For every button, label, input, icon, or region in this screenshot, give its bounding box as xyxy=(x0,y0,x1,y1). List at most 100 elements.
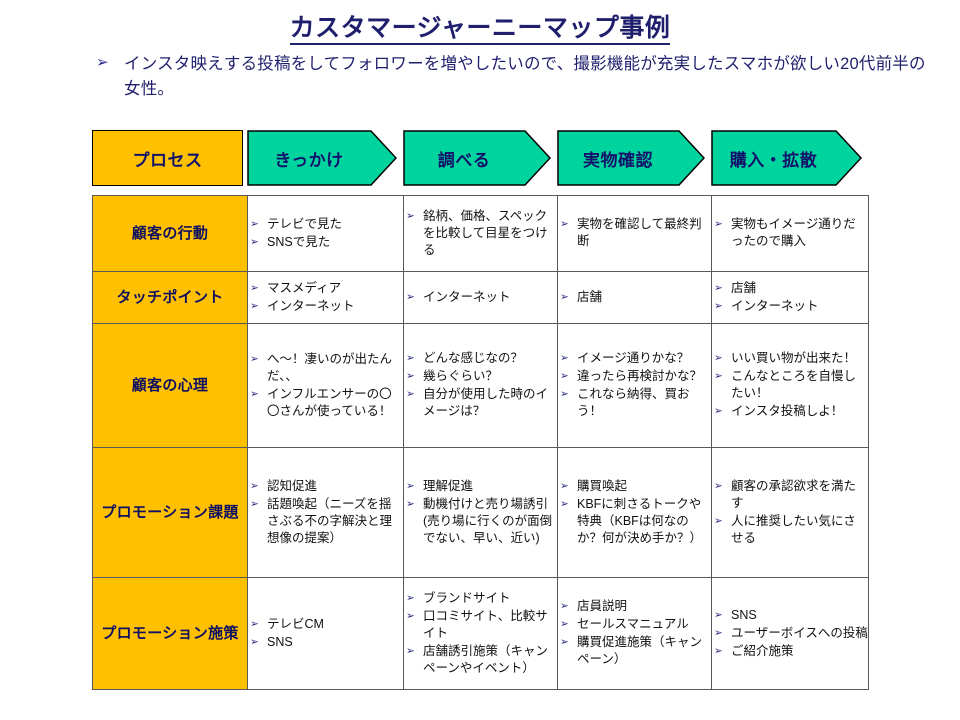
arrow-bullet-icon: ➢ xyxy=(714,370,723,382)
matrix-row-label: 顧客の行動 xyxy=(92,195,248,272)
matrix-cell: ➢インターネット xyxy=(403,271,558,324)
list-item-text: どんな感じなの？ xyxy=(423,351,524,365)
list-item: ➢インターネット xyxy=(712,298,868,315)
list-item-text: 購買促進施策（キャンペーン） xyxy=(577,635,703,666)
bullet-list: ➢購買喚起➢KBFに刺さるトークや特典（KBFは何なのか？何が決め手か？） xyxy=(558,478,711,547)
bullet-list: ➢マスメディア➢インターネット xyxy=(248,280,403,315)
list-item-text: イメージ通りかな？ xyxy=(577,351,690,365)
matrix-cell: ➢ 実物もイメージ通りだったので購入 xyxy=(711,195,869,272)
list-item-text: セールスマニュアル xyxy=(577,617,689,631)
page-title-text: カスタマージャーニーマップ事例 xyxy=(289,14,671,45)
arrow-bullet-icon: ➢ xyxy=(560,479,569,492)
chevron-arrow-icon xyxy=(557,130,705,186)
list-item-text: 動機付けと売り場誘引(売り場に行くのが面倒でない、早い、近い) xyxy=(423,496,553,545)
matrix-cell: ➢SNS➢ユーザーボイスへの投稿➢ご紹介施策 xyxy=(711,577,869,690)
matrix-row-label: 顧客の心理 xyxy=(92,323,248,448)
list-item: ➢ どんな感じなの？ xyxy=(404,350,557,367)
bullet-list: ➢インターネット xyxy=(404,289,557,306)
list-item-text: 実物もイメージ通りだったので購入 xyxy=(731,217,856,248)
list-item-text: 店員説明 xyxy=(577,599,628,613)
list-item: ➢購買促進施策（キャンペーン） xyxy=(558,634,711,668)
list-item: ➢話題喚起（ニーズを揺さぶる不の字解決と理想像の提案） xyxy=(248,496,403,547)
arrow-bullet-icon: ➢ xyxy=(250,299,259,312)
bullet-list: ➢店員説明➢セールスマニュアル➢購買促進施策（キャンペーン） xyxy=(558,598,711,668)
bullet-list: ➢ 認知促進 ➢話題喚起（ニーズを揺さぶる不の字解決と理想像の提案） xyxy=(248,478,403,547)
arrow-bullet-icon: ➢ xyxy=(714,479,723,492)
process-stage-label: 調べる xyxy=(437,150,491,170)
list-item-text: SNSで見た xyxy=(267,234,331,249)
arrow-bullet-icon: ➢ xyxy=(406,352,415,364)
list-item: ➢インスタ投稿しよ！ xyxy=(712,403,868,420)
arrow-bullet-icon: ➢ xyxy=(406,479,415,492)
arrow-bullet-icon: ➢ xyxy=(714,608,723,621)
process-stage-4[interactable]: 購入・拡散 xyxy=(711,130,862,186)
matrix-cell: ➢理解促進➢動機付けと売り場誘引(売り場に行くのが面倒でない、早い、近い) xyxy=(403,447,558,578)
list-item-text: インスタ投稿しよ！ xyxy=(731,404,844,418)
matrix-cell: ➢銘柄、価格、スペックを比較して目星をつける xyxy=(403,195,558,272)
arrow-bullet-icon: ➢ xyxy=(250,479,259,492)
process-header-box xyxy=(92,130,243,186)
arrow-bullet-icon: ➢ xyxy=(250,497,259,510)
list-item-text: 幾らぐらい？ xyxy=(423,369,499,383)
list-item-text: これなら納得、買おう！ xyxy=(577,387,690,418)
matrix-cell: ➢ 実物を確認して最終判断 xyxy=(557,195,712,272)
process-stage-label: きっかけ xyxy=(274,150,344,170)
list-item: ➢購買喚起 xyxy=(558,478,711,495)
process-stage-3[interactable]: 実物確認 xyxy=(557,130,705,186)
list-item-text: SNS xyxy=(267,634,293,649)
list-item: ➢ブランドサイト xyxy=(404,590,557,607)
list-item: ➢ 実物もイメージ通りだったので購入 xyxy=(712,216,868,250)
list-item: ➢ イメージ通りかな？ xyxy=(558,350,711,367)
list-item: ➢店員説明 xyxy=(558,598,711,615)
arrow-bullet-icon: ➢ xyxy=(560,218,569,230)
matrix-row-label: タッチポイント xyxy=(92,271,248,324)
bullet-list: ➢ブランドサイト➢口コミサイト、比較サイト➢店舗誘引施策（キャンペーンやイベント… xyxy=(404,590,557,677)
arrow-bullet-icon: ➢ xyxy=(250,217,259,230)
arrow-bullet-icon: ➢ xyxy=(96,54,109,71)
matrix-row: プロモーション課題➢認知促進➢話題喚起（ニーズを揺さぶる不の字解決と理想像の提案… xyxy=(92,447,869,578)
process-stage-1[interactable]: きっかけ xyxy=(247,130,397,186)
list-item: ➢インターネット xyxy=(248,298,403,315)
matrix-cell: ➢店舗➢インターネット xyxy=(711,271,869,324)
arrow-bullet-icon: ➢ xyxy=(406,209,415,222)
arrow-bullet-icon: ➢ xyxy=(714,299,723,312)
arrow-bullet-icon: ➢ xyxy=(560,497,569,510)
list-item: ➢インターネット xyxy=(404,289,557,306)
arrow-bullet-icon: ➢ xyxy=(406,370,415,382)
matrix-row-label: プロモーション施策 xyxy=(92,577,248,690)
arrow-bullet-icon: ➢ xyxy=(250,617,259,630)
list-item-text: いい買い物が出来た！ xyxy=(731,351,857,365)
list-item: ➢店舗 xyxy=(712,280,868,297)
list-item: ➢セールスマニュアル xyxy=(558,616,711,633)
process-header-label: プロセス xyxy=(92,130,243,186)
arrow-bullet-icon: ➢ xyxy=(250,352,259,365)
list-item-text: 店舗 xyxy=(731,280,757,295)
list-item: ➢ 幾らぐらい？ xyxy=(404,368,557,385)
list-item: ➢へ〜！凄いのが出たんだ、、 xyxy=(248,351,403,385)
list-item-text: ユーザーボイスへの投稿 xyxy=(731,625,868,640)
arrow-bullet-icon: ➢ xyxy=(250,235,259,248)
arrow-bullet-icon: ➢ xyxy=(406,388,415,400)
list-item-text: テレビで見た xyxy=(267,216,343,231)
list-item: ➢ SNS xyxy=(712,607,868,624)
matrix-row: プロモーション施策➢テレビCM➢SNS➢ブランドサイト➢口コミサイト、比較サイト… xyxy=(92,577,869,690)
arrow-bullet-icon: ➢ xyxy=(560,370,569,382)
bullet-list: ➢テレビCM➢SNS xyxy=(248,616,403,651)
chevron-arrow-icon xyxy=(247,130,397,186)
process-stage-2[interactable]: 調べる xyxy=(403,130,551,186)
list-item-text: 認知促進 xyxy=(267,478,318,493)
arrow-bullet-icon: ➢ xyxy=(560,352,569,364)
list-item-text: 実物を確認して最終判断 xyxy=(577,217,702,248)
arrow-bullet-icon: ➢ xyxy=(714,218,723,230)
list-item-text: 理解促進 xyxy=(423,478,474,493)
arrow-bullet-icon: ➢ xyxy=(250,635,259,648)
bullet-list: ➢どんな感じなの？➢幾らぐらい？➢自分が使用した時のイメージは？ xyxy=(404,350,557,420)
arrow-bullet-icon: ➢ xyxy=(250,387,259,400)
bullet-list: ➢店舗➢インターネット xyxy=(712,280,868,315)
list-item-text: SNS xyxy=(731,607,757,622)
list-item: ➢ 実物を確認して最終判断 xyxy=(558,216,711,250)
list-item-text: 口コミサイト、比較サイト xyxy=(423,608,548,640)
arrow-bullet-icon: ➢ xyxy=(406,609,415,622)
matrix-row-label: プロモーション課題 xyxy=(92,447,248,578)
